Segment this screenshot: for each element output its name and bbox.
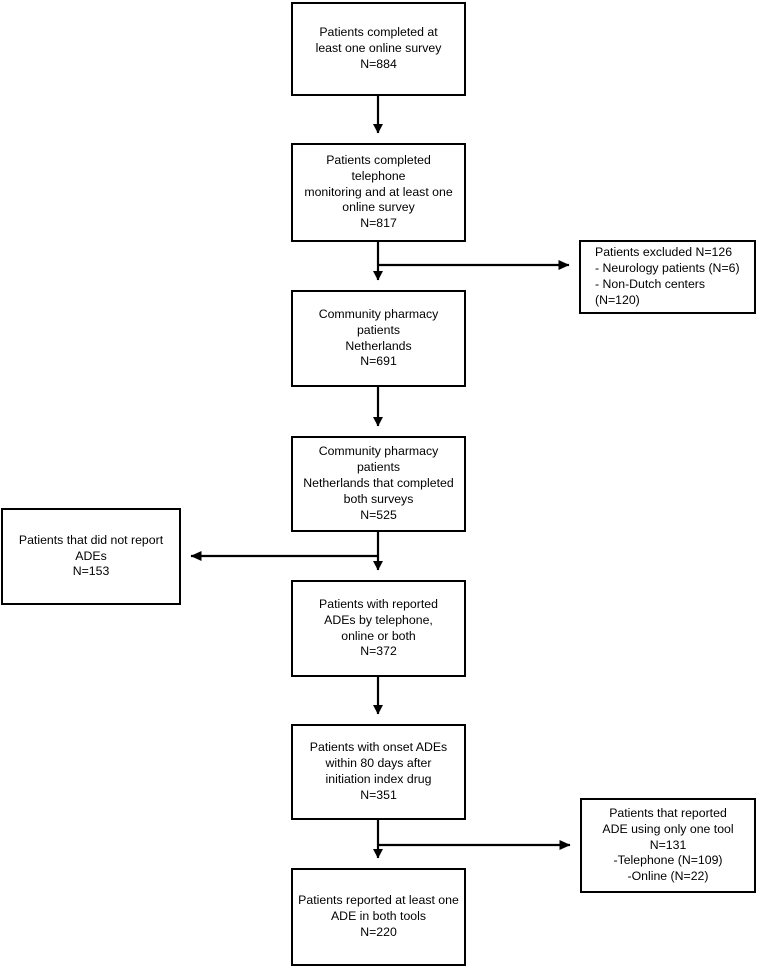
node-patients-excluded: Patients excluded N=126- Neurology patie…: [579, 240, 756, 314]
node-text: Patients excluded N=126- Neurology patie…: [595, 245, 740, 307]
